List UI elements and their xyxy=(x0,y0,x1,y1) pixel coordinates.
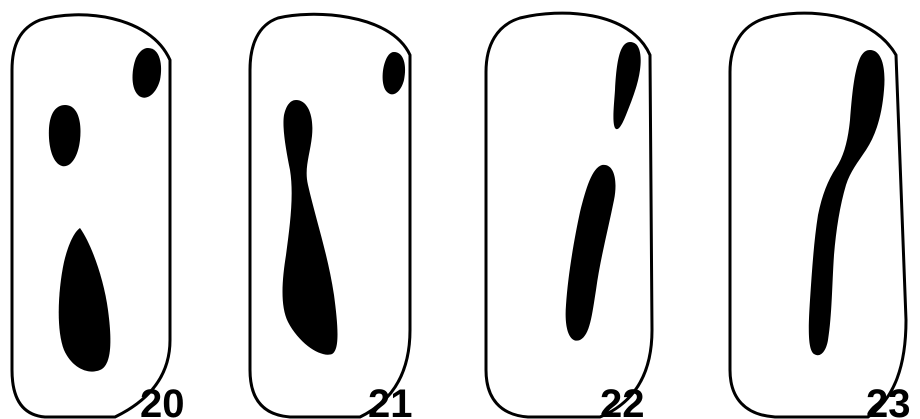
panel-number: 20 xyxy=(140,382,185,419)
panel-number: 21 xyxy=(368,382,413,419)
panel-23: 23 xyxy=(730,13,911,419)
panel-number: 23 xyxy=(866,382,911,419)
panel-21: 21 xyxy=(250,14,413,419)
panel-20: 20 xyxy=(12,15,185,419)
panel-22: 22 xyxy=(486,13,652,419)
panel-number: 22 xyxy=(600,382,645,419)
